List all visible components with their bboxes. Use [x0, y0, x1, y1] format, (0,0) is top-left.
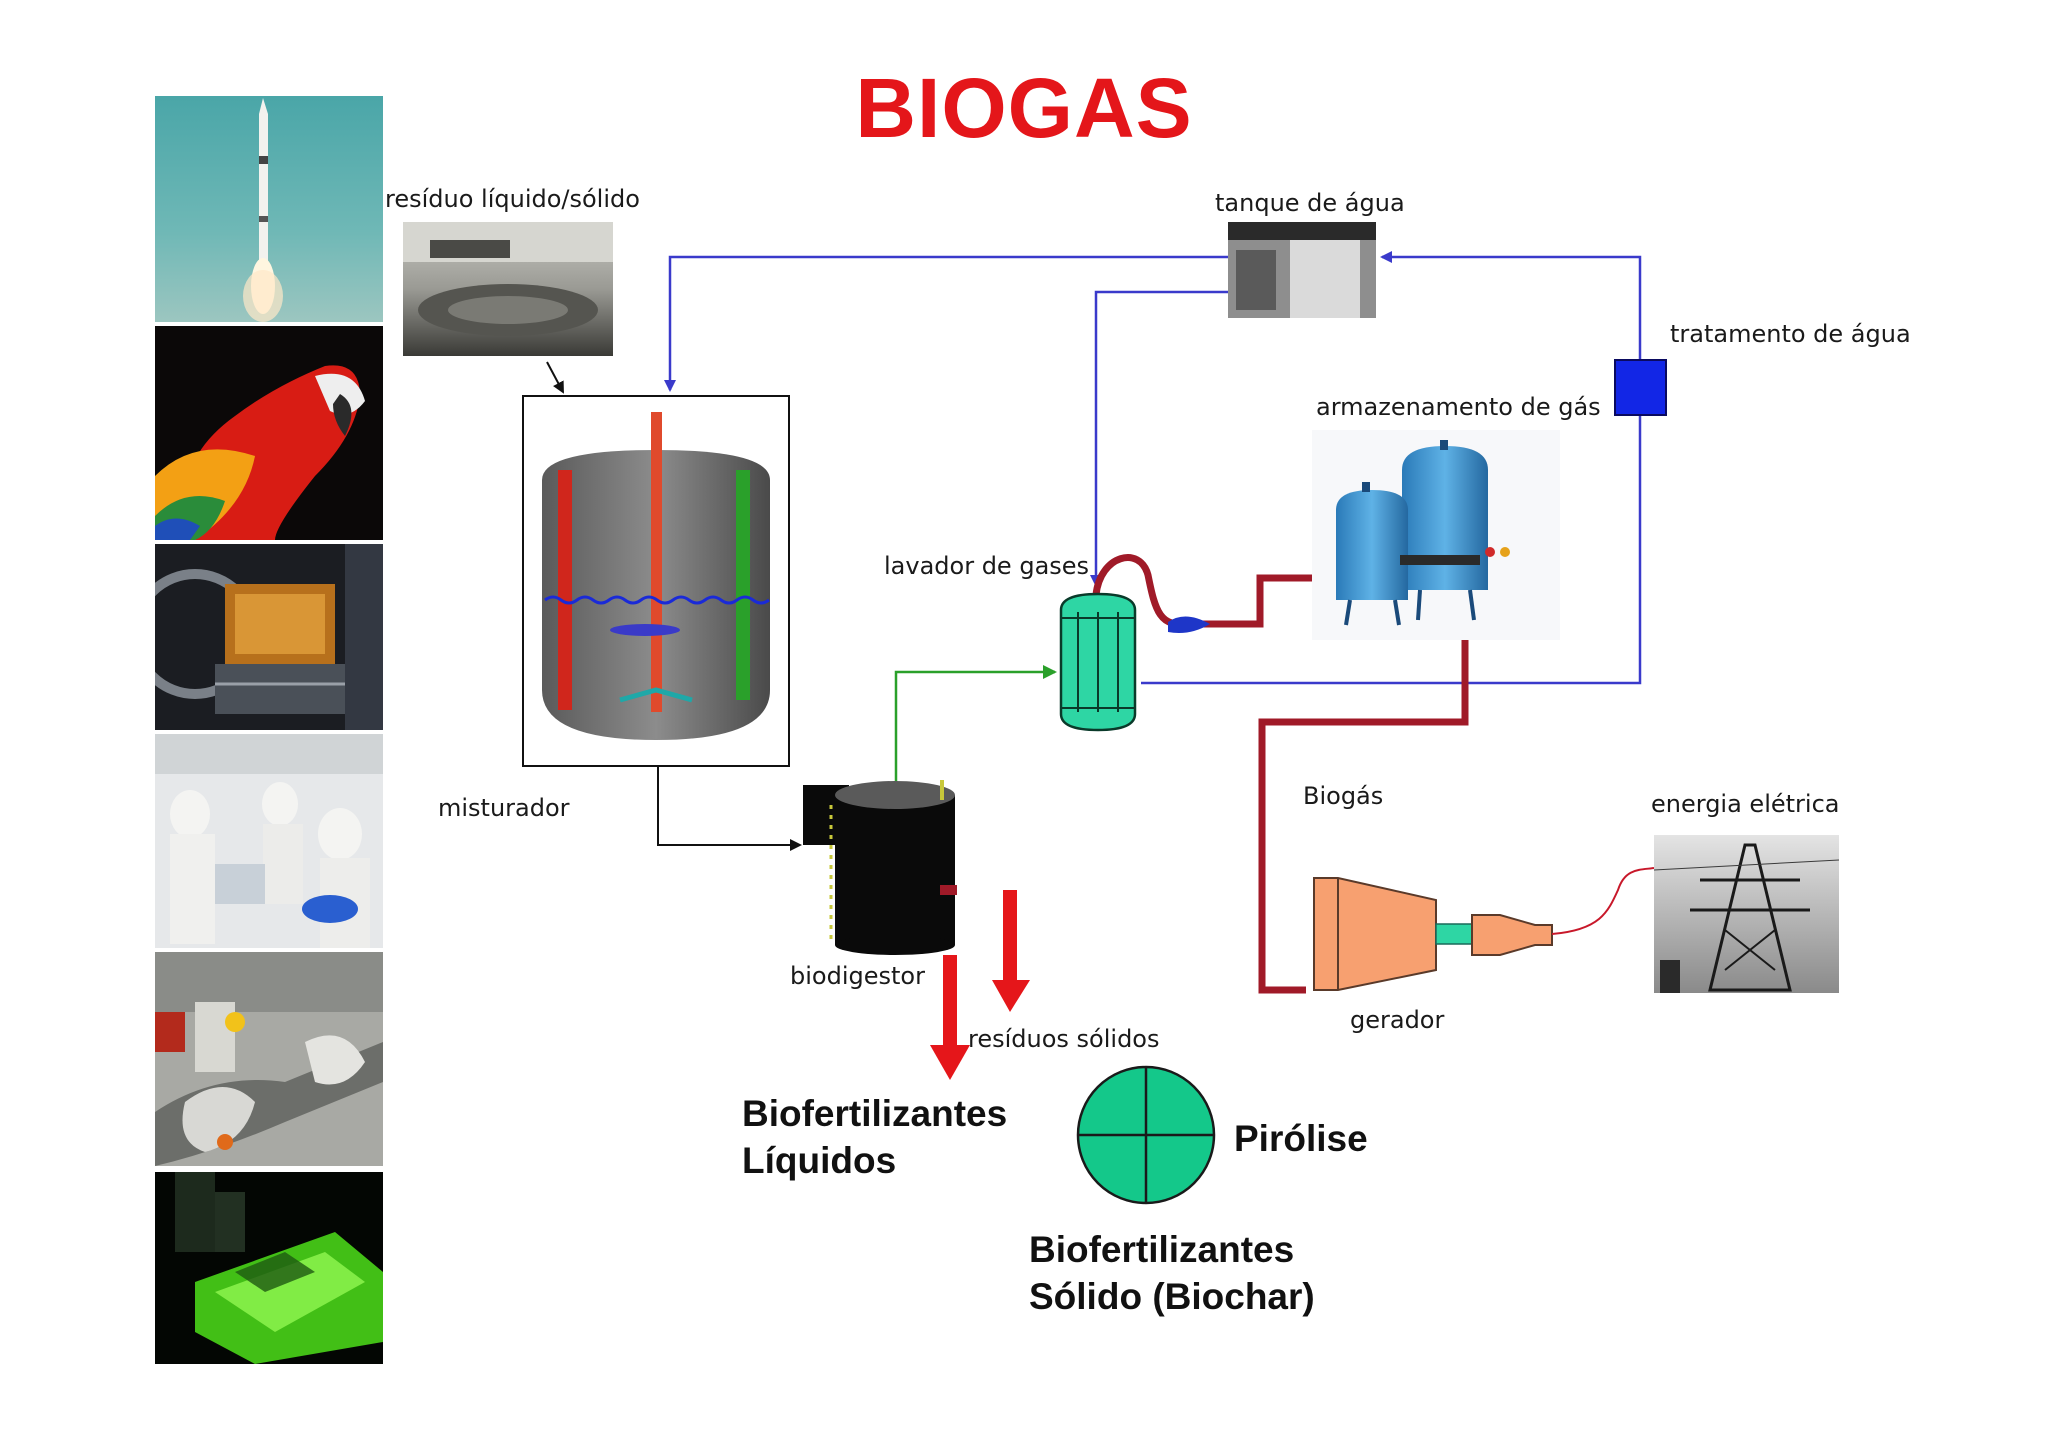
mixer-label: misturador: [438, 794, 570, 822]
gas-storage-tanks: [1312, 430, 1560, 640]
electric-energy-label: energia elétrica: [1651, 790, 1840, 818]
gas-pump-icon: [1168, 616, 1210, 633]
liquid-biofertilizer-line1: Biofertilizantes: [742, 1093, 1008, 1134]
satellite-assembly-photo: [155, 544, 383, 730]
water-tank-photo: [1228, 222, 1376, 318]
gas-to-storage-line: [1200, 574, 1316, 628]
green-fluorescent-microscope-photo: [155, 1172, 383, 1364]
radioactive-lab-gloves-photo: [155, 952, 383, 1166]
biodigester: [803, 780, 955, 955]
solid-biofertilizer-label: Biofertilizantes Sólido (Biochar): [1029, 1226, 1315, 1320]
electricity-tower-photo: [1653, 835, 1840, 993]
rocket-launch-photo: [155, 96, 383, 322]
water-treatment-label: tratamento de água: [1670, 320, 1911, 348]
pyrolysis-label: Pirólise: [1234, 1118, 1368, 1159]
residue-label: resíduo líquido/sólido: [385, 185, 640, 213]
liquid-biofertilizer-label: Biofertilizantes Líquidos: [742, 1090, 1007, 1184]
water-tank-label: tanque de água: [1215, 189, 1405, 217]
gas-to-generator-line: [1258, 570, 1469, 994]
gas-washer: [1059, 592, 1137, 732]
liquid-biofertilizer-line2: Líquidos: [742, 1140, 897, 1181]
residue-pond-photo: [403, 222, 613, 356]
solid-residue-arrow: [992, 980, 1030, 1012]
red-arrows: [930, 885, 1030, 1080]
power-line: [1551, 867, 1655, 935]
biogas-feed-line: [894, 665, 1057, 797]
water-to-mixer-line: [664, 255, 1228, 392]
generator-label: gerador: [1350, 1006, 1445, 1034]
pyrolysis-reactor-icon: [1076, 1065, 1216, 1205]
solid-biofertilizer-line1: Biofertilizantes: [1029, 1229, 1295, 1270]
macaw-parrot-photo: [155, 326, 383, 540]
feed-arrow: [546, 361, 564, 394]
water-lines: [664, 251, 1642, 685]
water-return-line: [1141, 251, 1642, 685]
gas-washer-label: lavador de gases: [884, 552, 1090, 580]
page-title: BIOGAS: [855, 61, 1193, 155]
water-to-washer-line: [1090, 290, 1228, 587]
generator: [1313, 877, 1553, 991]
biogas-label: Biogás: [1303, 782, 1384, 810]
mixer-vessel: [522, 395, 790, 767]
cleanroom-workers-photo: [155, 734, 383, 948]
liquid-biofertilizer-arrow: [930, 1045, 970, 1080]
gas-storage-label: armazenamento de gás: [1316, 393, 1601, 421]
mixer-to-digester-line: [657, 762, 802, 851]
water-treatment-box: [1614, 359, 1667, 416]
solid-residues-label: resíduos sólidos: [968, 1025, 1160, 1053]
solid-biofertilizer-line2: Sólido (Biochar): [1029, 1276, 1315, 1317]
biodigester-label: biodigestor: [790, 962, 925, 990]
washer-gas-outlet-line: [1092, 554, 1191, 628]
